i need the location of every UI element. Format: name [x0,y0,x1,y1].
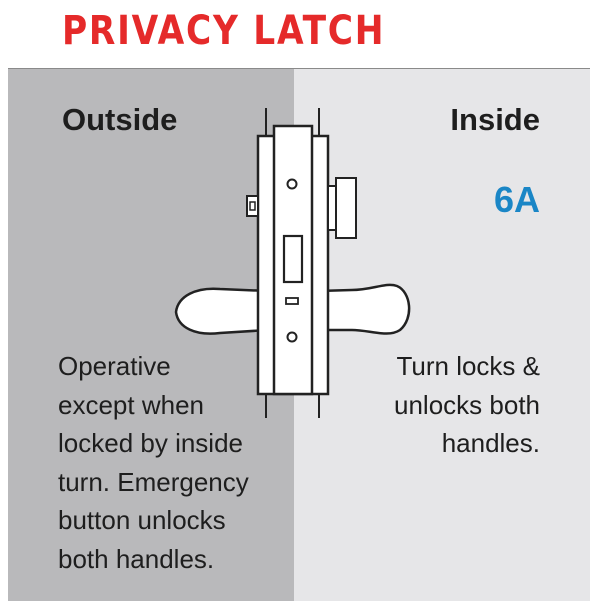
inside-description: Turn locks & unlocks both handles. [394,351,540,458]
inside-background [294,69,590,601]
outside-label: Outside [62,102,178,137]
function-code: 6A [493,179,540,220]
outside-description: Operative except when locked by inside t… [58,351,249,574]
inside-lever-icon [316,283,411,335]
inside-label: Inside [450,102,540,137]
lockset-body-icon [256,124,330,396]
outside-background [8,69,294,601]
thumbturn-icon [327,177,357,239]
diagram-panel [8,68,590,601]
page-title: PRIVACY LATCH [62,8,386,54]
outside-lever-icon [174,287,270,335]
emergency-button-icon [246,195,259,217]
